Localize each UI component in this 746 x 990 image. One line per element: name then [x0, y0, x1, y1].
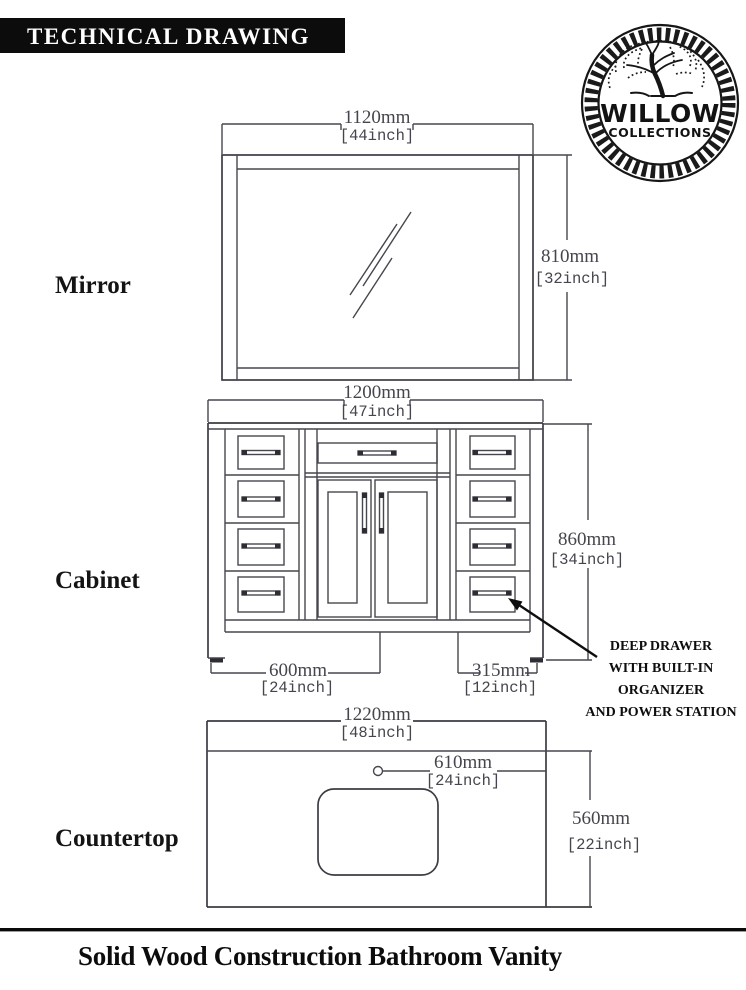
deep-drawer-handle	[472, 589, 512, 597]
drawer-handle	[241, 495, 281, 503]
footer-title: Solid Wood Construction Bathroom Vanity	[78, 941, 563, 971]
drawer-handle	[472, 495, 512, 503]
drawer-handle	[241, 542, 281, 550]
cabinet-width-mm: 1200mm	[343, 382, 411, 403]
logo-brand-name: WILLOW	[600, 99, 720, 128]
deep-drawer-callout: DEEP DRAWER WITH BUILT-IN ORGANIZER AND …	[508, 598, 737, 720]
cabinet-height-mm: 860mm	[558, 529, 616, 550]
faucet-hole	[372, 765, 384, 777]
mirror-height-mm: 810mm	[541, 246, 599, 267]
countertop-view: Countertop 1220mm [48inch] 610mm [24inch…	[55, 704, 641, 908]
drawer-front	[237, 528, 285, 566]
cabinet-right-section-dimension-line	[457, 632, 538, 674]
cabinet-right-section-mm: 315mm	[472, 660, 530, 681]
drawer-front	[469, 528, 516, 566]
countertop-section-label: Countertop	[55, 825, 179, 852]
mirror-view: Mirror 1120mm [44inch] 810mm [32inch]	[55, 107, 609, 381]
drawer-front	[237, 435, 285, 470]
callout-arrowhead	[508, 598, 523, 611]
mirror-glass-hatch	[349, 211, 412, 319]
faucet-offset-mm: 610mm	[434, 752, 492, 773]
drawer-front	[469, 480, 516, 518]
countertop-depth-mm: 560mm	[572, 808, 630, 829]
willow-tree-icon	[607, 36, 705, 99]
callout-line-1: DEEP DRAWER	[610, 639, 713, 654]
center-drawer-front	[317, 442, 438, 464]
mirror-height-inch: [32inch]	[535, 270, 609, 288]
right-door	[374, 479, 438, 618]
header-bar	[0, 18, 345, 53]
callout-line-3: ORGANIZER	[618, 683, 705, 698]
drawer-handle	[241, 449, 281, 456]
brand-logo: WILLOW COLLECTIONS	[580, 23, 740, 183]
mirror-height-dimension-line	[533, 154, 572, 381]
right-door-panel	[387, 491, 428, 604]
cabinet-left-section-dimension-line	[210, 632, 381, 674]
cabinet-height-dimension-line	[543, 423, 592, 661]
logo-brand-subname: COLLECTIONS	[608, 125, 711, 140]
cabinet-section-label: Cabinet	[55, 567, 140, 594]
mirror-width-mm: 1120mm	[344, 107, 411, 128]
drawer-front	[237, 576, 285, 613]
cabinet-width-dimension-line	[207, 399, 544, 422]
door-handle	[361, 492, 368, 534]
footer: Solid Wood Construction Bathroom Vanity	[0, 928, 746, 971]
drawer-handle	[357, 449, 397, 457]
footer-divider	[0, 928, 746, 932]
drawer-handle	[241, 589, 281, 597]
cabinet-width-inch: [47inch]	[340, 403, 414, 421]
mirror-width-inch: [44inch]	[340, 127, 414, 145]
logo-rope-ring	[584, 27, 736, 179]
right-drawer-dividers	[456, 474, 530, 572]
left-door	[317, 479, 372, 618]
countertop-width-mm: 1220mm	[343, 704, 411, 725]
cabinet-outer-edges	[207, 422, 544, 658]
drawer-handle	[472, 542, 512, 550]
sink-cutout	[317, 788, 439, 876]
mirror-outer-frame	[221, 154, 534, 381]
callout-line-2: WITH BUILT-IN	[609, 661, 713, 676]
center-rail-lines	[305, 472, 450, 478]
left-drawer-dividers	[225, 474, 299, 572]
logo-outer-ring	[580, 23, 740, 183]
left-door-panel	[327, 491, 358, 604]
cabinet-view: Cabinet 1200mm [47inch]	[55, 382, 624, 697]
deep-drawer-front	[469, 576, 516, 613]
mirror-section-label: Mirror	[55, 272, 131, 299]
countertop-outline	[206, 721, 592, 908]
cabinet-height-inch: [34inch]	[550, 551, 624, 569]
mirror-inner-frame	[236, 155, 520, 380]
drawer-handle	[472, 449, 512, 456]
cabinet-left-section-mm: 600mm	[269, 660, 327, 681]
callout-arrow-line	[518, 604, 598, 658]
logo-inner-ring	[597, 40, 723, 166]
faucet-offset-inch: [24inch]	[426, 772, 500, 790]
countertop-depth-inch: [22inch]	[567, 836, 641, 854]
cabinet-right-foot	[530, 658, 543, 663]
header: TECHNICAL DRAWING	[0, 18, 345, 53]
cabinet-stiles	[298, 429, 457, 620]
cabinet-left-foot	[210, 658, 223, 663]
callout-line-4: AND POWER STATION	[585, 705, 736, 720]
page-title: TECHNICAL DRAWING	[27, 24, 310, 49]
cabinet-frame-lines	[208, 428, 543, 659]
countertop-width-inch: [48inch]	[340, 724, 414, 742]
door-handle	[378, 492, 385, 534]
cabinet-right-section-inch: [12inch]	[463, 679, 537, 697]
drawer-front	[469, 435, 516, 470]
drawer-front	[237, 480, 285, 518]
mirror-width-dimension-line	[221, 123, 534, 154]
cabinet-left-section-inch: [24inch]	[260, 679, 334, 697]
